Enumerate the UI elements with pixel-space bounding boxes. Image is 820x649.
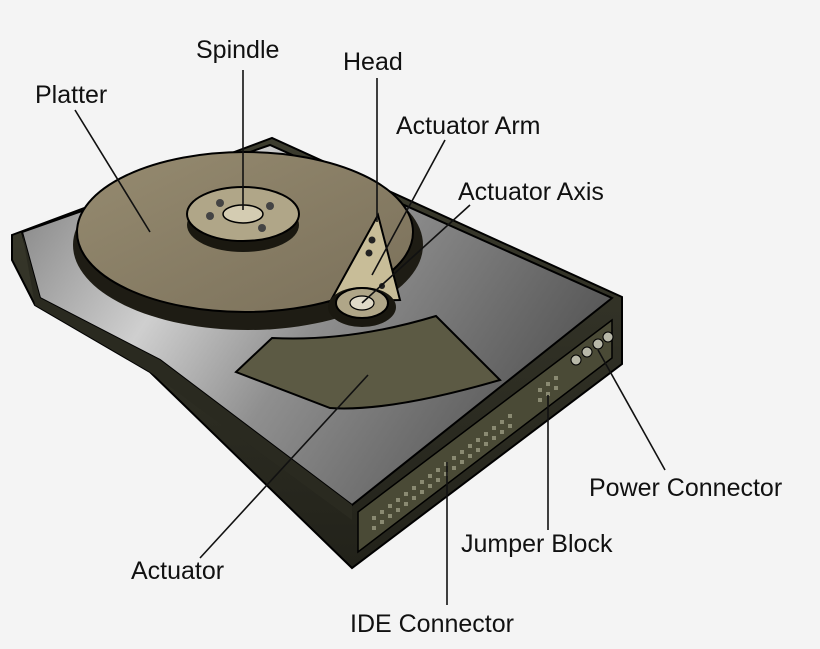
actuator-axis-shape [328,287,396,327]
actuator-shape [234,314,502,410]
head-label: Head [343,48,403,76]
actuator-leader-line [199,374,369,559]
ide-connector-label: IDE Connector [350,610,514,638]
power-connector-leader-line [597,349,666,471]
platter-label: Platter [35,81,108,109]
spindle-label: Spindle [196,36,280,64]
jumper-block-label: Jumper Block [461,530,613,558]
actuator-arm-leader-line [371,139,446,276]
actuator-arm-label: Actuator Arm [396,112,541,140]
ide-connector-pins [372,414,512,530]
connector-panel [357,318,614,554]
power-connector-label: Power Connector [589,474,783,502]
actuator-axis-leader-line [361,204,471,304]
jumper-block-pins [538,376,558,402]
leader-lines [74,70,666,605]
actuator-axis-label: Actuator Axis [458,178,604,206]
platter-leader-line [74,109,151,233]
actuator-label: Actuator [131,557,225,585]
power-connector-pins [570,331,614,366]
